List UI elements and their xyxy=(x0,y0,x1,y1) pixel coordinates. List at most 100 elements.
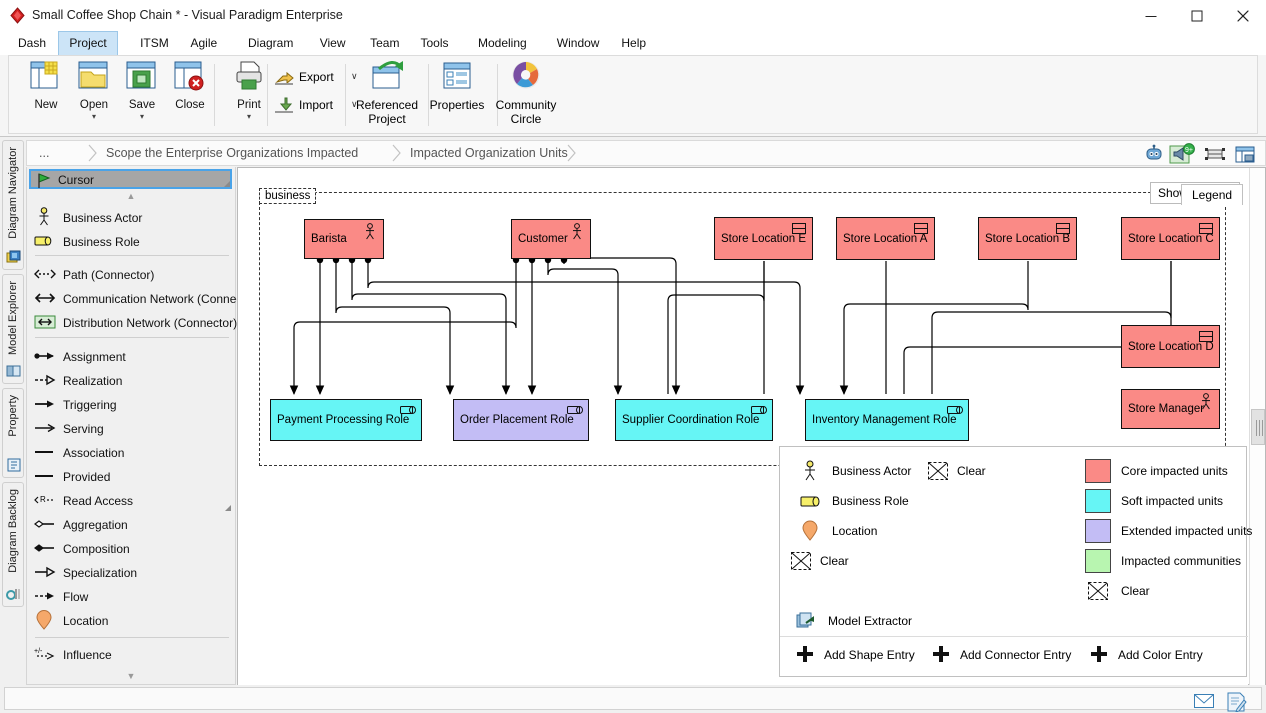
notes-edit-icon[interactable] xyxy=(1225,692,1247,713)
palette-item-influence[interactable]: +/-Influence xyxy=(31,643,231,667)
announcement-megaphone-icon[interactable]: 9+ xyxy=(1169,143,1195,165)
palette-item-path-connector[interactable]: Path (Connector) xyxy=(31,263,231,287)
legend-add-shape-label: Add Shape Entry xyxy=(824,648,915,662)
palette-item-aggregation[interactable]: Aggregation xyxy=(31,513,231,537)
open-button[interactable]: Open ▾ xyxy=(67,59,121,122)
message-envelope-icon[interactable] xyxy=(1193,692,1215,712)
palette-scroll-down[interactable]: ▼ xyxy=(126,671,136,681)
save-dropdown-caret[interactable]: ▾ xyxy=(139,112,144,121)
palette-item-business-role[interactable]: Business Role xyxy=(31,230,231,254)
diagram-node-store-location-e[interactable]: Store Location E xyxy=(714,217,813,260)
palette-item-label: Composition xyxy=(63,542,130,556)
menu-item-help[interactable]: Help xyxy=(621,36,647,50)
print-button[interactable]: Print ▾ xyxy=(222,59,276,122)
legend-color-label: Core impacted units xyxy=(1121,464,1228,478)
breadcrumb-item-0[interactable]: ... xyxy=(39,146,50,160)
palette-cursor-tool[interactable]: Cursor xyxy=(29,169,232,189)
close-project-button[interactable]: Close xyxy=(163,59,217,112)
legend-color-swatch xyxy=(1085,459,1111,483)
palette-item-provided[interactable]: Provided xyxy=(31,465,231,489)
read-access-icon: R xyxy=(33,489,59,513)
diagram-node-label: Store Location D xyxy=(1128,340,1214,353)
palette-item-distribution-network-connector[interactable]: Distribution Network (Connector) xyxy=(31,311,237,335)
open-dropdown-caret[interactable]: ▾ xyxy=(91,112,96,121)
palette-item-composition[interactable]: Composition xyxy=(31,537,231,561)
robot-assistant-icon[interactable] xyxy=(1143,143,1165,165)
new-button[interactable]: New xyxy=(19,59,73,112)
save-button[interactable]: Save ▾ xyxy=(115,59,169,122)
minimize-button[interactable] xyxy=(1128,0,1174,31)
menu-item-diagram[interactable]: Diagram xyxy=(248,36,294,50)
serving-icon xyxy=(33,417,59,441)
community-circle-button[interactable]: Community Circle xyxy=(489,59,563,126)
import-button[interactable]: Import ∨ xyxy=(275,93,369,119)
diagram-node-store-manager[interactable]: Store Manager xyxy=(1121,389,1220,429)
referenced-project-label-2: Project xyxy=(368,112,406,126)
diagram-node-store-location-b[interactable]: Store Location B xyxy=(978,217,1077,260)
maximize-button[interactable] xyxy=(1174,0,1220,31)
diagram-node-customer[interactable]: Customer xyxy=(511,219,591,259)
diagram-node-store-location-d[interactable]: Store Location D xyxy=(1121,325,1220,368)
legend-add-connector-label: Add Connector Entry xyxy=(960,648,1072,662)
close-button[interactable] xyxy=(1220,0,1266,31)
palette-cursor-resize-corner[interactable] xyxy=(224,181,230,187)
breadcrumb-item-1[interactable]: Scope the Enterprise Organizations Impac… xyxy=(106,146,359,160)
palette-item-serving[interactable]: Serving xyxy=(31,417,231,441)
palette-item-specialization[interactable]: Specialization xyxy=(31,561,231,585)
menu-item-team[interactable]: Team xyxy=(370,36,400,50)
menu-item-window[interactable]: Window xyxy=(556,36,600,50)
diagram-node-order-placement-role[interactable]: Order Placement Role xyxy=(453,399,589,441)
properties-button[interactable]: Properties xyxy=(420,59,494,112)
menu-item-agile[interactable]: Agile xyxy=(190,36,218,50)
menu-item-modeling[interactable]: Modeling xyxy=(478,36,527,50)
menu-item-view[interactable]: View xyxy=(319,36,346,50)
palette-item-realization[interactable]: Realization xyxy=(31,369,231,393)
export-caret[interactable]: ∨ xyxy=(351,71,358,81)
referenced-project-button[interactable]: Referenced Project xyxy=(350,59,424,126)
aggregation-icon xyxy=(33,513,59,537)
filmstrip-icon[interactable] xyxy=(1203,143,1225,165)
diagram-node-store-location-a[interactable]: Store Location A xyxy=(836,217,935,260)
legend-connector-label-0: Clear xyxy=(957,464,986,478)
palette-item-flow[interactable]: Flow xyxy=(31,585,231,609)
new-doc-icon xyxy=(19,59,73,99)
diagram-node-barista[interactable]: Barista xyxy=(304,219,384,259)
diagram-node-payment-processing-role[interactable]: Payment Processing Role xyxy=(270,399,422,441)
dock-tab-diagram-backlog[interactable]: Diagram Backlog xyxy=(2,482,24,607)
menu-item-project[interactable]: Project xyxy=(58,31,118,56)
import-caret[interactable]: ∨ xyxy=(351,99,358,109)
business-role-icon xyxy=(566,403,584,419)
palette-item-communication-network-connector[interactable]: Communication Network (Connector) xyxy=(31,287,260,311)
diagram-node-store-location-c[interactable]: Store Location C xyxy=(1121,217,1220,260)
menu-item-itsm[interactable]: ITSM xyxy=(140,36,169,50)
legend-color-label: Impacted communities xyxy=(1121,554,1242,568)
plus-icon xyxy=(930,643,956,667)
diagram-node-supplier-coordination-role[interactable]: Supplier Coordination Role xyxy=(615,399,773,441)
palette-resize-corner[interactable] xyxy=(225,505,231,511)
palette-item-triggering[interactable]: Triggering xyxy=(31,393,231,417)
breadcrumb-item-2[interactable]: Impacted Organization Units xyxy=(410,146,568,160)
palette-item-association[interactable]: Association xyxy=(31,441,231,465)
canvas-scroll-thumb[interactable] xyxy=(1251,409,1265,445)
menu-item-dash[interactable]: Dash xyxy=(18,36,47,50)
palette-scroll-up[interactable]: ▲ xyxy=(126,191,136,201)
palette-item-business-actor[interactable]: Business Actor xyxy=(31,206,231,230)
menu-item-tools[interactable]: Tools xyxy=(420,36,449,50)
palette-item-assignment[interactable]: Assignment xyxy=(31,345,231,369)
dock-tab-diagram-navigator[interactable]: Diagram Navigator xyxy=(2,140,24,270)
facility-node-icon xyxy=(1197,329,1215,345)
printer-icon xyxy=(222,59,276,99)
diagram-node-inventory-management-role[interactable]: Inventory Management Role xyxy=(805,399,969,441)
palette-item-location[interactable]: Location xyxy=(31,609,231,633)
dock-tab-property[interactable]: Property xyxy=(2,388,24,478)
canvas-vertical-scrollbar[interactable] xyxy=(1249,168,1265,686)
panel-layers-icon[interactable] xyxy=(1233,143,1255,165)
assignment-icon xyxy=(33,345,59,369)
dock-tab-model-explorer[interactable]: Model Explorer xyxy=(2,274,24,384)
export-button[interactable]: Export ∨ xyxy=(275,65,369,91)
open-button-label: Open xyxy=(79,99,109,111)
plus-icon xyxy=(794,643,820,667)
legend-tab[interactable]: Legend xyxy=(1181,184,1244,205)
print-dropdown-caret[interactable]: ▾ xyxy=(246,112,251,121)
